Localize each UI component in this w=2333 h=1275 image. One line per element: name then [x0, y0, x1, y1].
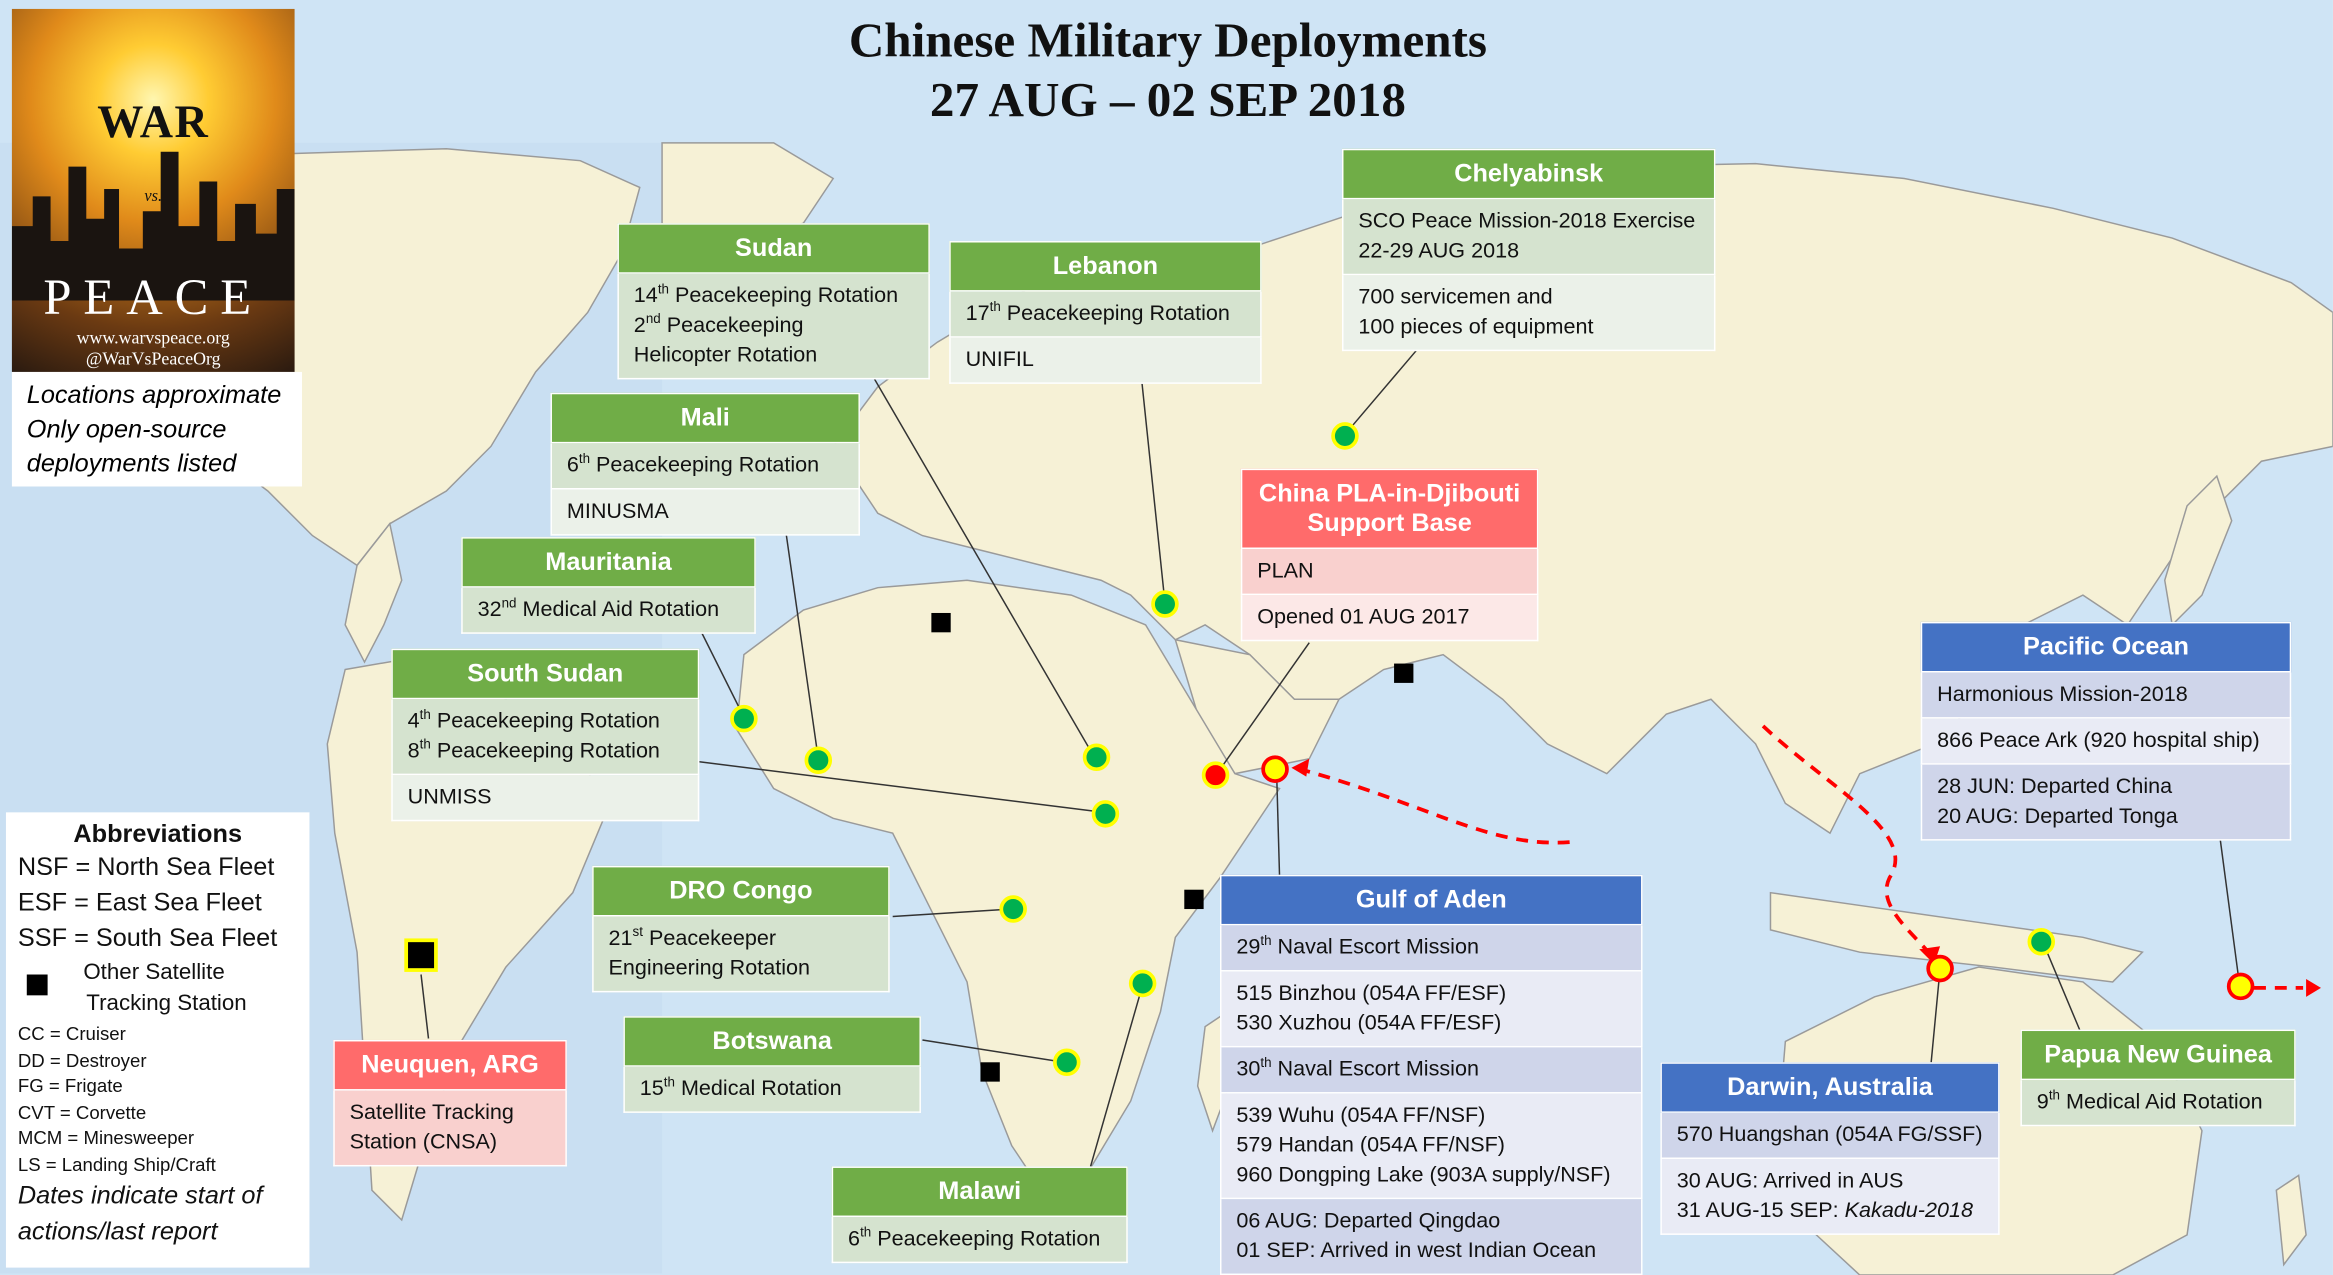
station-legend: Other Satellite Tracking Station — [6, 957, 310, 1022]
marker-png — [2027, 928, 2056, 956]
box-header: Pacific Ocean — [1920, 621, 2292, 673]
box-header: South Sudan — [391, 648, 700, 700]
box-header: Darwin, Australia — [1660, 1062, 2000, 1113]
box-mauritania: Mauritania 32nd Medical Aid Rotation — [461, 537, 756, 634]
page-title: Chinese Military Deployments 27 AUG – 02… — [848, 14, 1488, 128]
box-header: Sudan — [617, 223, 930, 274]
leader-lines — [420, 344, 2240, 1167]
route-gulf-of-aden — [1293, 765, 1570, 845]
route-darwin — [1761, 724, 1936, 961]
box-header: Papua New Guinea — [2020, 1029, 2296, 1081]
box-header: Gulf of Aden — [1219, 874, 1643, 926]
station-namibia — [980, 1062, 1000, 1082]
box-lebanon: Lebanon 17th Peacekeeping Rotation UNIFI… — [949, 241, 1262, 384]
japan — [2163, 474, 2233, 627]
box-header: Neuquen, ARG — [333, 1039, 567, 1091]
route-arrow-pacific — [2306, 978, 2321, 997]
box-dro-congo: DRO Congo 21st Peacekeeper Engineering R… — [592, 865, 890, 993]
markers — [404, 422, 2255, 1082]
box-pacific-ocean: Pacific Ocean Harmonious Mission-2018 86… — [1920, 621, 2292, 841]
notes-panel: Locations approximate Only open-source d… — [11, 371, 303, 487]
box-header: DRO Congo — [592, 865, 890, 917]
station-pakistan — [1394, 663, 1414, 683]
marker-botswana — [1052, 1048, 1081, 1077]
war-vs-peace-logo: WAR vs. PEACE www.warvspeace.org @WarVsP… — [11, 8, 295, 372]
box-darwin-australia: Darwin, Australia 570 Huangshan (054A FG… — [1660, 1062, 2000, 1235]
box-header: Botswana — [623, 1016, 921, 1067]
city-skyline-icon — [11, 151, 295, 301]
box-gulf-of-aden: Gulf of Aden 29th Naval Escort Mission 5… — [1219, 874, 1643, 1275]
marker-djibouti — [1201, 761, 1230, 789]
logo-url: www.warvspeace.org @WarVsPeaceOrg — [76, 327, 230, 369]
box-south-sudan: South Sudan 4th Peacekeeping Rotation 8t… — [391, 648, 700, 822]
central-america — [344, 521, 403, 664]
marker-mauritania — [730, 704, 758, 733]
logo-vs: vs. — [144, 187, 163, 206]
africa — [735, 579, 1281, 1192]
marker-darwin — [1926, 954, 1954, 983]
route-arrow-gulf — [1291, 758, 1310, 777]
marker-pacific — [2226, 972, 2255, 1001]
marker-south-sudan — [1091, 800, 1120, 828]
box-header: Mauritania — [461, 537, 756, 588]
marker-sudan — [1082, 743, 1111, 772]
box-djibouti: China PLA-in-Djibouti Support Base PLAN … — [1240, 468, 1539, 642]
box-mali: Mali 6th Peacekeeping Rotation MINUSMA — [550, 392, 860, 536]
box-neuquen: Neuquen, ARG Satellite Tracking Station … — [333, 1039, 567, 1167]
marker-malawi — [1128, 969, 1157, 998]
marker-neuquen — [404, 938, 438, 972]
abbreviations-panel: Abbreviations NSF = North Sea Fleet ESF … — [5, 812, 310, 1268]
marker-gulf-of-aden — [1261, 755, 1289, 783]
box-header: Mali — [550, 392, 860, 444]
abbreviations-heading: Abbreviations — [73, 819, 243, 849]
marker-mali — [804, 746, 833, 775]
station-kenya — [1184, 889, 1204, 910]
box-papua-new-guinea: Papua New Guinea 9th Medical Aid Rotatio… — [2020, 1029, 2296, 1127]
marker-chelyabinsk — [1331, 422, 1359, 450]
box-malawi: Malawi 6th Peacekeeping Rotation — [831, 1166, 1128, 1264]
box-botswana: Botswana 15th Medical Rotation — [623, 1016, 921, 1113]
box-header: Lebanon — [949, 241, 1262, 292]
logo-war: WAR — [97, 95, 210, 148]
box-chelyabinsk: Chelyabinsk SCO Peace Mission-2018 Exerc… — [1341, 148, 1716, 352]
marker-lebanon — [1151, 590, 1179, 618]
station-algeria — [931, 612, 951, 633]
box-header: China PLA-in-Djibouti Support Base — [1240, 468, 1539, 549]
box-header: Chelyabinsk — [1341, 148, 1716, 200]
marker-dro-congo — [999, 895, 1027, 923]
station-square-icon — [26, 974, 48, 996]
new-zealand — [2275, 1174, 2307, 1267]
title-background — [294, 8, 2327, 140]
box-sudan: Sudan 14th Peacekeeping Rotation 2nd Pea… — [617, 223, 930, 380]
box-header: Malawi — [831, 1166, 1128, 1218]
logo-peace: PEACE — [43, 270, 264, 326]
